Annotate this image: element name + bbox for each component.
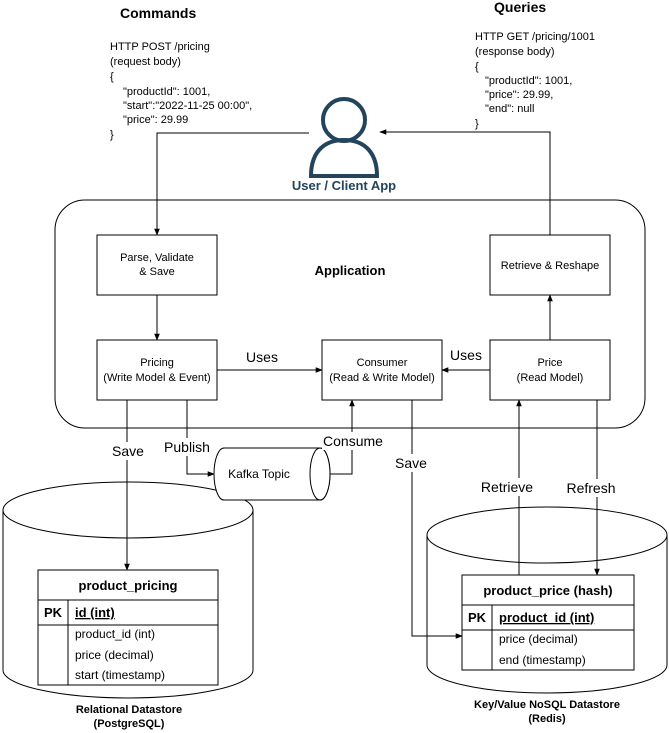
retrieve-box-label: Retrieve & Reshape <box>501 260 599 272</box>
edge-pricing-publish <box>186 400 215 477</box>
queries-line: "price": 29.99, <box>485 89 553 101</box>
application-title: Application <box>315 263 386 278</box>
edge-label-publish: Publish <box>164 439 210 455</box>
kafka-topic-label: Kafka Topic <box>228 467 290 481</box>
price-box: Price (Read Model) <box>489 339 611 401</box>
pricing-box: Pricing (Write Model & Event) <box>96 339 218 401</box>
commands-line: } <box>110 129 114 141</box>
price-box-label: (Read Model) <box>517 372 584 384</box>
table-name: product_price (hash) <box>483 583 612 598</box>
consumer-box: Consumer (Read & Write Model) <box>321 339 443 401</box>
application-container <box>54 199 646 429</box>
edge-label-save-left: Save <box>112 443 144 459</box>
pk-tag: PK <box>468 610 487 625</box>
edge-label-save-mid: Save <box>395 455 427 471</box>
table-field: product_id (int) <box>75 627 155 641</box>
edge-label-uses-right: Uses <box>450 347 482 363</box>
edge-label-uses-left: Uses <box>246 349 278 365</box>
commands-line: { <box>110 71 114 83</box>
retrieve-box: Retrieve & Reshape <box>489 234 611 296</box>
parse-box: Parse, Validate & Save <box>96 234 218 296</box>
queries-line: HTTP GET /pricing/1001 <box>475 31 595 43</box>
price-box-label: Price <box>537 357 562 369</box>
relational-caption: (PostgreSQL) <box>94 718 165 730</box>
commands-line: "productId": 1001, <box>123 86 210 98</box>
queries-line: (response body) <box>475 46 555 58</box>
product-pricing-table: product_pricing PK id (int) product_id (… <box>37 569 219 686</box>
edge-user-to-parse <box>154 132 309 236</box>
user-icon <box>308 97 380 178</box>
queries-line: } <box>475 118 479 130</box>
queries-line: { <box>475 61 479 73</box>
edge-label-consume: Consume <box>323 433 383 449</box>
commands-line: (request body) <box>110 56 181 68</box>
edge-consumer-save <box>411 400 463 639</box>
pk-tag: PK <box>44 605 63 620</box>
table-field: start (timestamp) <box>75 668 165 682</box>
edge-retrieve-to-user <box>379 129 551 235</box>
keyvalue-caption: Key/Value NoSQL Datastore <box>474 699 620 711</box>
consumer-box-label: (Read & Write Model) <box>329 372 435 384</box>
edge-kafka-consume <box>330 399 355 475</box>
pk-field: product_id (int) <box>499 610 594 625</box>
user-label: User / Client App <box>292 178 396 193</box>
table-name: product_pricing <box>79 578 178 593</box>
relational-caption: Relational Datastore <box>76 704 182 716</box>
parse-box-label: Parse, Validate <box>120 252 194 264</box>
edge-label-refresh: Refresh <box>566 480 615 496</box>
commands-line: HTTP POST /pricing <box>110 41 210 53</box>
pricing-box-label: Pricing <box>140 357 174 369</box>
pk-field: id (int) <box>75 605 115 620</box>
commands-line: "price": 29.99 <box>123 114 188 126</box>
parse-box-label: & Save <box>139 266 174 278</box>
keyvalue-caption: (Redis) <box>528 713 566 725</box>
queries-line: "productId": 1001, <box>485 75 572 87</box>
commands-line: "start":"2022-11-25 00:00", <box>123 100 252 112</box>
commands-title: Commands <box>120 5 196 21</box>
table-field: price (decimal) <box>75 648 154 662</box>
table-field: end (timestamp) <box>499 653 586 667</box>
table-field: price (decimal) <box>499 632 578 646</box>
edge-label-retrieve: Retrieve <box>481 479 533 495</box>
consumer-box-label: Consumer <box>357 357 408 369</box>
kafka-topic <box>213 447 331 501</box>
product-price-table: product_price (hash) PK product_id (int)… <box>461 574 635 671</box>
queries-title: Queries <box>494 0 546 15</box>
pricing-box-label: (Write Model & Event) <box>103 372 210 384</box>
queries-line: "end": null <box>485 103 534 115</box>
